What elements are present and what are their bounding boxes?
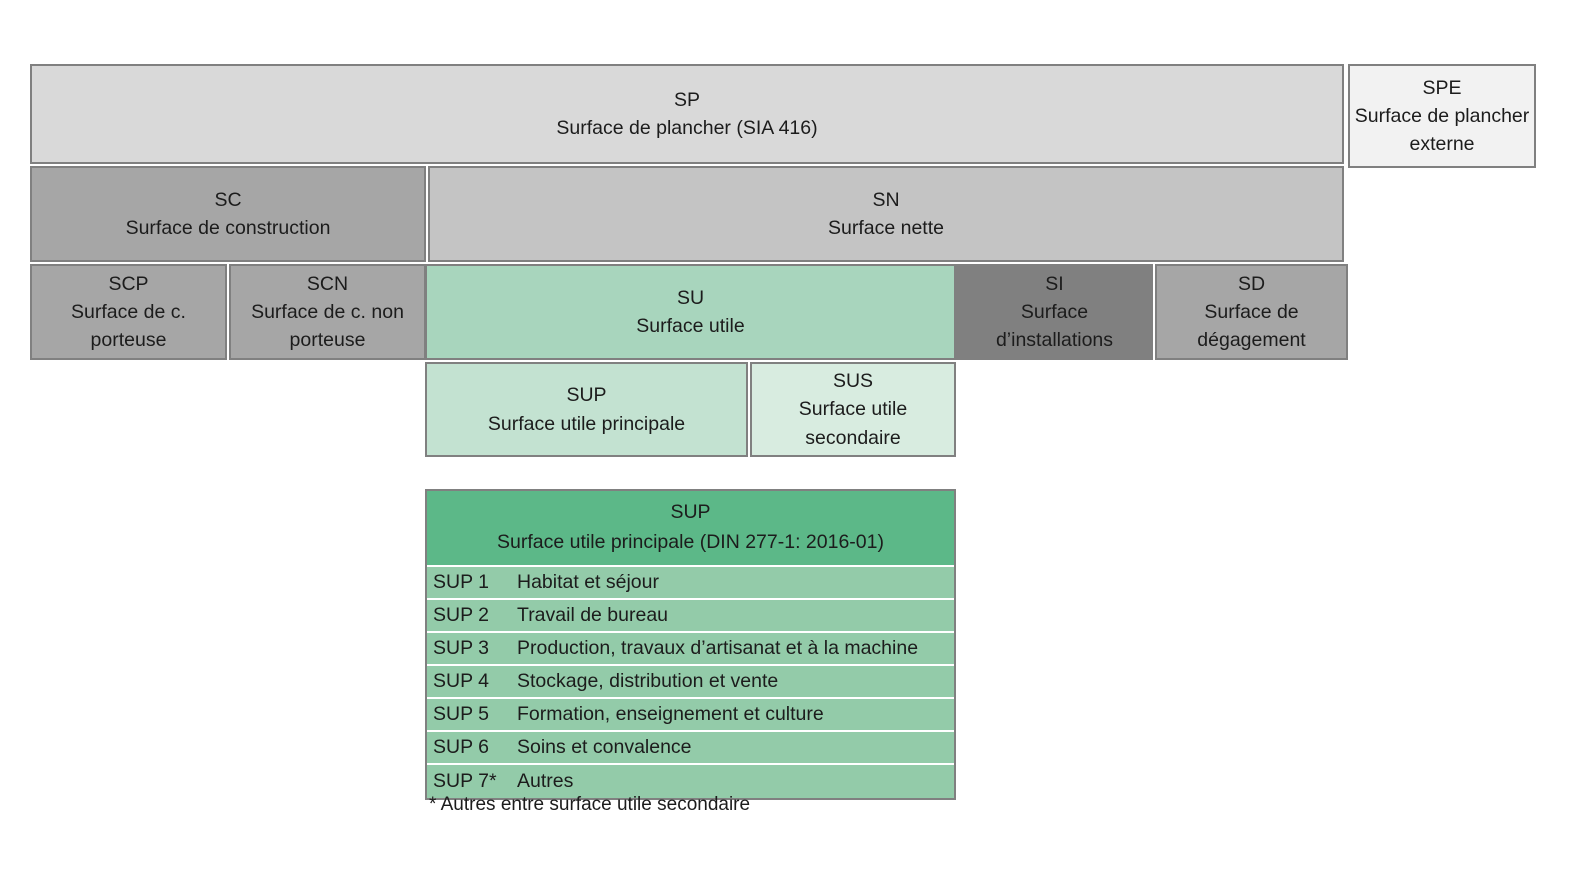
box-spe-code: SPE	[1422, 76, 1462, 99]
box-sc-label: Surface de construction	[125, 217, 331, 239]
box-su-label: Surface utile	[636, 315, 745, 337]
row-code: SUP 2	[433, 604, 490, 627]
row-desc: Soins et convalence	[517, 736, 692, 759]
box-scp-label: Surface de c. porteuse	[71, 300, 186, 352]
box-sn: SN Surface nette	[428, 166, 1344, 262]
sup-table-header-label: Surface utile principale (DIN 277-1: 201…	[497, 531, 884, 554]
box-sus-code: SUS	[832, 370, 874, 393]
row-code: SUP 1	[433, 571, 490, 594]
table-row: SUP 6 Soins et convalence	[427, 732, 954, 766]
footnote-text: * Autres entre surface utile secondaire	[429, 794, 751, 815]
row-desc: Habitat et séjour	[517, 571, 659, 594]
row-code: SUP 5	[433, 703, 490, 726]
table-row: SUP 3 Production, travaux d’artisanat et…	[427, 633, 954, 667]
box-scn-label: Surface de c. non porteuse	[251, 300, 404, 352]
table-row: SUP 2 Travail de bureau	[427, 600, 954, 634]
row-code: SUP 4	[433, 670, 490, 693]
box-spe: SPE Surface de plancher externe	[1348, 64, 1536, 168]
table-row: SUP 7* Autres	[427, 765, 954, 799]
sup-table-header: SUP Surface utile principale (DIN 277-1:…	[427, 491, 954, 568]
row-code: SUP 3	[433, 637, 490, 660]
box-sn-label: Surface nette	[828, 217, 944, 239]
box-sp-label: Surface de plancher (SIA 416)	[556, 117, 818, 139]
box-sp-code: SP	[673, 88, 700, 111]
box-sd-label: Surface de dégagement	[1197, 300, 1306, 352]
box-sd: SD Surface de dégagement	[1155, 264, 1348, 360]
row-code: SUP 6	[433, 736, 490, 759]
box-sup: SUP Surface utile principale	[425, 362, 748, 457]
box-sc: SC Surface de construction	[30, 166, 426, 262]
box-sn-code: SN	[872, 188, 900, 211]
row-desc: Production, travaux d’artisanat et à la …	[517, 637, 919, 660]
box-su: SU Surface utile	[425, 264, 956, 360]
box-si-label: Surface d’installations	[995, 300, 1114, 352]
box-spe-label: Surface de plancher externe	[1354, 104, 1530, 156]
box-sup-code: SUP	[566, 384, 607, 407]
box-sd-code: SD	[1237, 272, 1266, 295]
table-row: SUP 1 Habitat et séjour	[427, 567, 954, 601]
box-si: SI Surface d’installations	[956, 264, 1153, 360]
row-code: SUP 7*	[433, 770, 497, 793]
sup-detail-table: SUP Surface utile principale (DIN 277-1:…	[425, 489, 956, 801]
box-sc-code: SC	[214, 188, 242, 211]
box-sup-label: Surface utile principale	[487, 412, 686, 435]
box-sus-label: Surface utile secondaire	[798, 398, 908, 449]
table-row: SUP 5 Formation, enseignement et culture	[427, 699, 954, 733]
table-row: SUP 4 Stockage, distribution et vente	[427, 666, 954, 700]
box-sus: SUS Surface utile secondaire	[750, 362, 956, 457]
box-scp: SCP Surface de c. porteuse	[30, 264, 227, 360]
box-scn: SCN Surface de c. non porteuse	[229, 264, 426, 360]
row-desc: Stockage, distribution et vente	[517, 670, 779, 693]
box-si-code: SI	[1045, 272, 1064, 295]
row-desc: Autres	[517, 770, 574, 793]
box-scn-code: SCN	[306, 272, 349, 295]
box-su-code: SU	[676, 286, 705, 309]
row-desc: Formation, enseignement et culture	[517, 703, 824, 726]
sup-table-header-code: SUP	[670, 501, 711, 523]
box-sp: SP Surface de plancher (SIA 416)	[30, 64, 1344, 164]
box-scp-code: SCP	[108, 272, 149, 295]
row-desc: Travail de bureau	[517, 604, 669, 627]
